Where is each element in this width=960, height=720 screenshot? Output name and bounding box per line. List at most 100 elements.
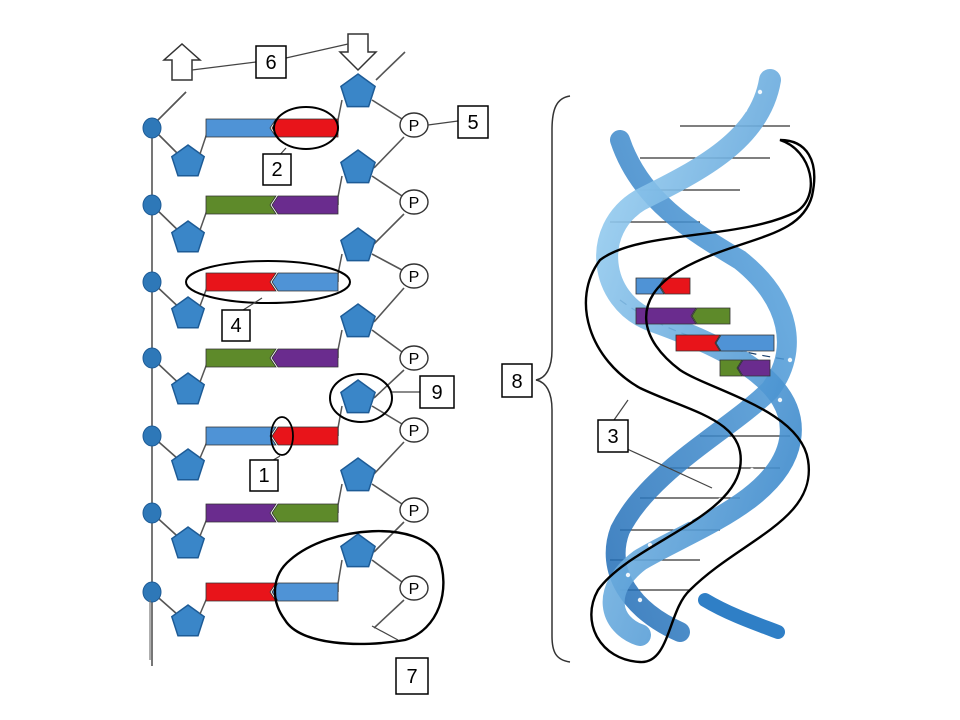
phosphate-circle: P xyxy=(399,263,429,289)
svg-text:1: 1 xyxy=(258,465,269,487)
base-red xyxy=(271,426,339,446)
base-purple xyxy=(205,503,277,523)
ribbon-highlight-dot xyxy=(787,357,793,363)
sugar-pentagon xyxy=(170,296,206,329)
svg-text:6: 6 xyxy=(265,52,276,74)
phosphate-circle: P xyxy=(399,189,429,215)
phosphate-dot xyxy=(142,502,162,524)
helix-strand-tail xyxy=(698,593,785,639)
base-pair xyxy=(205,582,339,602)
phosphate-dot xyxy=(142,581,162,603)
label-2: 2 xyxy=(262,153,292,186)
ribbon-highlight-dot xyxy=(747,297,753,303)
base-blue xyxy=(271,272,339,292)
sugar-pentagon xyxy=(170,372,206,405)
highlight-circle-4 xyxy=(185,260,351,304)
base-green xyxy=(719,359,743,377)
highlight-loop-7 xyxy=(273,530,445,646)
ribbon-highlight-dot xyxy=(767,327,773,333)
phosphate-label: P xyxy=(409,423,420,440)
base-green xyxy=(205,348,277,368)
sugar-pentagon xyxy=(340,457,376,492)
base-green xyxy=(691,307,731,325)
ribbon-highlight-dot xyxy=(625,572,631,578)
base-purple xyxy=(271,195,339,215)
sugar-pentagon xyxy=(340,533,376,568)
right-backbone-line xyxy=(371,51,406,629)
base-pair xyxy=(205,118,339,138)
highlight-circle-2 xyxy=(273,106,339,150)
phosphate-circle: P xyxy=(399,417,429,443)
label-8: 8 xyxy=(501,363,533,398)
label-4: 4 xyxy=(221,309,251,342)
phosphate-label: P xyxy=(409,269,420,286)
base-blue xyxy=(271,582,339,602)
phosphate-label: P xyxy=(409,351,420,368)
highlight-circle-9 xyxy=(329,373,393,423)
phosphate-dot xyxy=(142,194,162,216)
label-6: 6 xyxy=(255,45,287,79)
helix-base-pair xyxy=(635,277,691,295)
svg-text:4: 4 xyxy=(230,315,241,337)
ribbon-highlight-dot xyxy=(637,597,643,603)
phosphate-dot xyxy=(142,347,162,369)
base-pair xyxy=(205,503,339,523)
sugar-base-bond xyxy=(337,175,343,205)
sugar-base-bond xyxy=(337,483,343,513)
sugar-pentagon xyxy=(170,604,206,637)
phosphate-label: P xyxy=(409,503,420,520)
sugar-pentagon xyxy=(170,526,206,559)
base-pairs xyxy=(205,118,339,602)
ribbon-highlight-dot xyxy=(687,517,693,523)
phosphate-label: P xyxy=(409,118,420,135)
phosphate-dot xyxy=(142,425,162,447)
base-purple xyxy=(737,359,771,377)
ribbon-highlight-dot xyxy=(757,89,763,95)
base-green xyxy=(205,195,277,215)
sugar-pentagon xyxy=(340,73,376,108)
label-3: 3 xyxy=(597,419,629,453)
sugar-base-bond xyxy=(337,99,343,128)
ribbon-highlight-dot xyxy=(777,397,783,403)
base-blue xyxy=(205,426,277,446)
phosphate-dot xyxy=(142,117,162,139)
highlight-circle-1 xyxy=(270,416,294,456)
phosphate-circle: P xyxy=(399,497,429,523)
svg-text:5: 5 xyxy=(467,112,478,134)
base-red xyxy=(205,582,277,602)
sugar-pentagon xyxy=(170,144,206,177)
label-5: 5 xyxy=(457,105,489,139)
base-purple xyxy=(271,348,339,368)
ribbon-highlight-dot xyxy=(749,467,755,473)
sugar-base-bond xyxy=(337,329,343,358)
base-pair xyxy=(205,272,339,292)
ribbon-highlight-dot xyxy=(719,127,725,133)
sugar-pentagon xyxy=(340,379,376,414)
sugar-pentagon xyxy=(170,448,206,481)
sugar-pentagon xyxy=(170,220,206,253)
label-9: 9 xyxy=(419,375,455,409)
base-purple xyxy=(635,307,697,325)
svg-text:7: 7 xyxy=(406,666,417,688)
down-arrow-icon xyxy=(338,33,378,72)
helix-base-pair xyxy=(635,307,731,325)
svg-text:8: 8 xyxy=(511,371,522,393)
phosphate-circle: P xyxy=(399,112,429,138)
base-red xyxy=(271,118,339,138)
sugar-base-bond xyxy=(337,253,343,282)
phosphate-dot xyxy=(142,271,162,293)
base-red xyxy=(205,272,277,292)
ribbon-highlight-dot xyxy=(742,107,748,113)
brace xyxy=(535,95,571,663)
up-arrow-icon xyxy=(162,42,202,81)
sugar-pentagon xyxy=(340,227,376,262)
sugar-base-bond xyxy=(337,405,343,436)
helix-base-pair xyxy=(719,359,771,377)
outline-loop-3 xyxy=(584,138,816,664)
base-red xyxy=(675,334,721,352)
svg-text:2: 2 xyxy=(271,159,282,181)
helix-base-pair xyxy=(675,334,775,352)
